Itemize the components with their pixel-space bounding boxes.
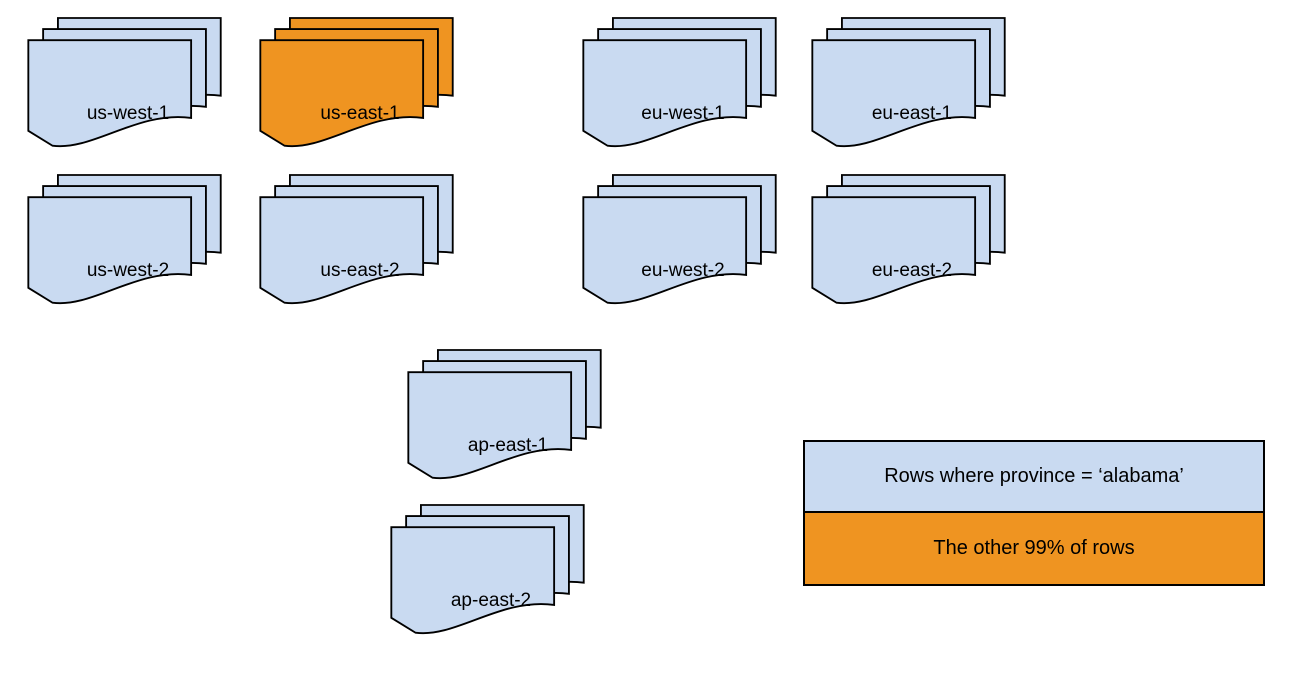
- stack-sheet: [407, 371, 573, 480]
- legend-label-matching-rows: Rows where province = ‘alabama’: [884, 465, 1184, 487]
- region-stack-eu-east-2[interactable]: eu-east-2: [804, 174, 1026, 323]
- stack-shape-ap-east-2: [390, 504, 585, 635]
- stack-sheet: [27, 39, 193, 148]
- stack-shape-us-west-2: [27, 174, 222, 305]
- stack-shape-us-east-1: [259, 17, 454, 148]
- stack-sheet: [811, 196, 977, 305]
- stack-sheet: [582, 39, 748, 148]
- stack-shape-ap-east-1: [407, 349, 602, 480]
- legend-row-matching-rows: Rows where province = ‘alabama’: [805, 442, 1263, 513]
- legend: Rows where province = ‘alabama’ The other…: [803, 440, 1265, 586]
- region-stack-us-west-2[interactable]: us-west-2: [20, 174, 242, 323]
- stack-shape-eu-west-1: [582, 17, 777, 148]
- stack-sheet: [582, 196, 748, 305]
- legend-label-remaining-rows: The other 99% of rows: [933, 537, 1135, 559]
- stack-sheet: [390, 526, 556, 635]
- legend-row-remaining-rows: The other 99% of rows: [805, 513, 1263, 584]
- stack-shape-eu-east-2: [811, 174, 1006, 305]
- stack-shape-eu-west-2: [582, 174, 777, 305]
- stack-sheet: [259, 39, 425, 148]
- region-stack-ap-east-2[interactable]: ap-east-2: [383, 504, 605, 653]
- region-stack-us-west-1[interactable]: us-west-1: [20, 17, 242, 166]
- region-stack-ap-east-1[interactable]: ap-east-1: [400, 349, 622, 498]
- stack-shape-us-west-1: [27, 17, 222, 148]
- region-stack-us-east-2[interactable]: us-east-2: [252, 174, 474, 323]
- stack-sheet: [27, 196, 193, 305]
- stack-shape-us-east-2: [259, 174, 454, 305]
- region-stack-us-east-1[interactable]: us-east-1: [252, 17, 474, 166]
- region-stack-eu-west-2[interactable]: eu-west-2: [575, 174, 797, 323]
- stack-sheet: [811, 39, 977, 148]
- region-stack-eu-west-1[interactable]: eu-west-1: [575, 17, 797, 166]
- stack-shape-eu-east-1: [811, 17, 1006, 148]
- stack-sheet: [259, 196, 425, 305]
- region-stack-eu-east-1[interactable]: eu-east-1: [804, 17, 1026, 166]
